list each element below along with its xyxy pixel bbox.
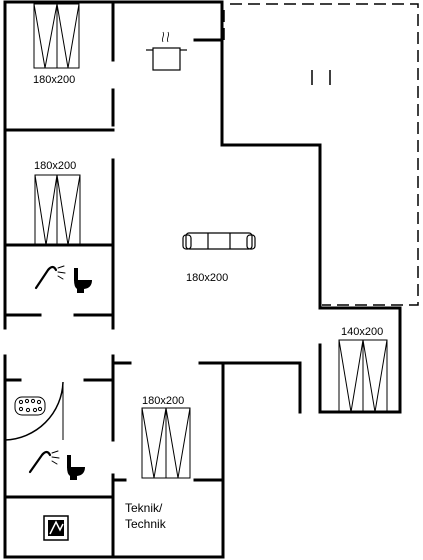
- technical-room-label-line1: Teknik/: [125, 501, 163, 515]
- wall-kitchen-right: [220, 0, 402, 414]
- bed-mid-left: [34, 174, 81, 246]
- bed-bottom: [141, 407, 191, 479]
- technical-room-label: Teknik/ Technik: [125, 500, 166, 532]
- shower-icon: [34, 265, 66, 290]
- shower-icon-2: [28, 450, 60, 474]
- bathtub-icon: [14, 396, 46, 416]
- toilet-icon: [74, 268, 92, 293]
- bed-size-right: 140x200: [341, 326, 384, 338]
- technical-room-label-line2: Technik: [125, 517, 166, 531]
- bed-right: [338, 339, 388, 413]
- door-swing-arc: [4, 381, 64, 441]
- sofa-icon: [182, 232, 256, 250]
- wall-right-room-left: [248, 361, 302, 414]
- bed-size-bottom: 180x200: [142, 395, 185, 407]
- cooking-pot-icon: [146, 31, 187, 71]
- terrace-dashed-outline: [230, 3, 419, 306]
- toilet-icon-2: [67, 455, 85, 480]
- washing-machine-icon: [43, 515, 69, 541]
- bed-size-living: 180x200: [186, 272, 229, 284]
- bed-size-top-left: 180x200: [33, 74, 76, 86]
- bed-size-mid-left: 180x200: [34, 160, 77, 172]
- bed-top-left: [33, 3, 80, 69]
